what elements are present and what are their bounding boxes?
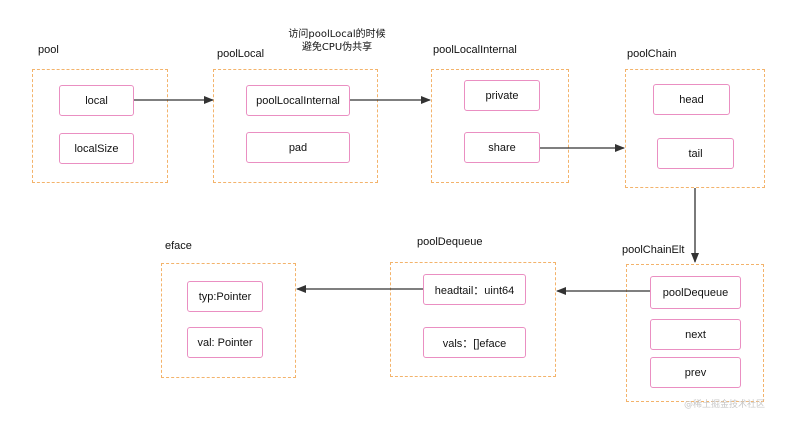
poolchainelt-field-next: next xyxy=(650,319,741,350)
pool-label: pool xyxy=(38,44,59,56)
eface-label: eface xyxy=(165,240,192,252)
note-line-2: 避免CPU伪共享 xyxy=(301,42,373,53)
pool-field-local: local xyxy=(59,85,134,116)
eface-container xyxy=(161,263,296,378)
eface-field-val: val: Pointer xyxy=(187,327,263,358)
poollocal-container xyxy=(213,69,378,183)
poolchainelt-field-prev: prev xyxy=(650,357,741,388)
pooldequeue-field-vals: vals：[]eface xyxy=(423,327,526,358)
poollocalinternal-label: poolLocalInternal xyxy=(433,44,517,56)
note-line-1: 访问poolLocal的时候 xyxy=(288,29,386,40)
poolchain-field-head: head xyxy=(653,84,730,115)
pool-field-localsize: localSize xyxy=(59,133,134,164)
watermark: @稀土掘金技术社区 xyxy=(684,400,766,410)
poollocalinternal-field-private: private xyxy=(464,80,540,111)
pooldequeue-container xyxy=(390,262,556,377)
note: 访问poolLocal的时候 避免CPU伪共享 xyxy=(282,28,392,54)
poollocal-field-pad: pad xyxy=(246,132,350,163)
poollocal-field-poollocalinternal: poolLocalInternal xyxy=(246,85,350,116)
poollocalinternal-field-share: share xyxy=(464,132,540,163)
poollocal-label: poolLocal xyxy=(217,48,265,60)
pooldequeue-field-headtail: headtail：uint64 xyxy=(423,274,526,305)
poolchain-container xyxy=(625,69,765,188)
eface-field-typ: typ:Pointer xyxy=(187,281,263,312)
poolchainelt-field-pooldequeue: poolDequeue xyxy=(650,276,741,309)
poolchain-label: poolChain xyxy=(627,48,677,60)
pooldequeue-label: poolDequeue xyxy=(417,236,483,248)
poolchain-field-tail: tail xyxy=(657,138,734,169)
poolchainelt-container xyxy=(626,264,764,402)
poolchainelt-label: poolChainElt xyxy=(622,244,685,256)
pool-container xyxy=(32,69,168,183)
poollocalinternal-container xyxy=(431,69,569,183)
